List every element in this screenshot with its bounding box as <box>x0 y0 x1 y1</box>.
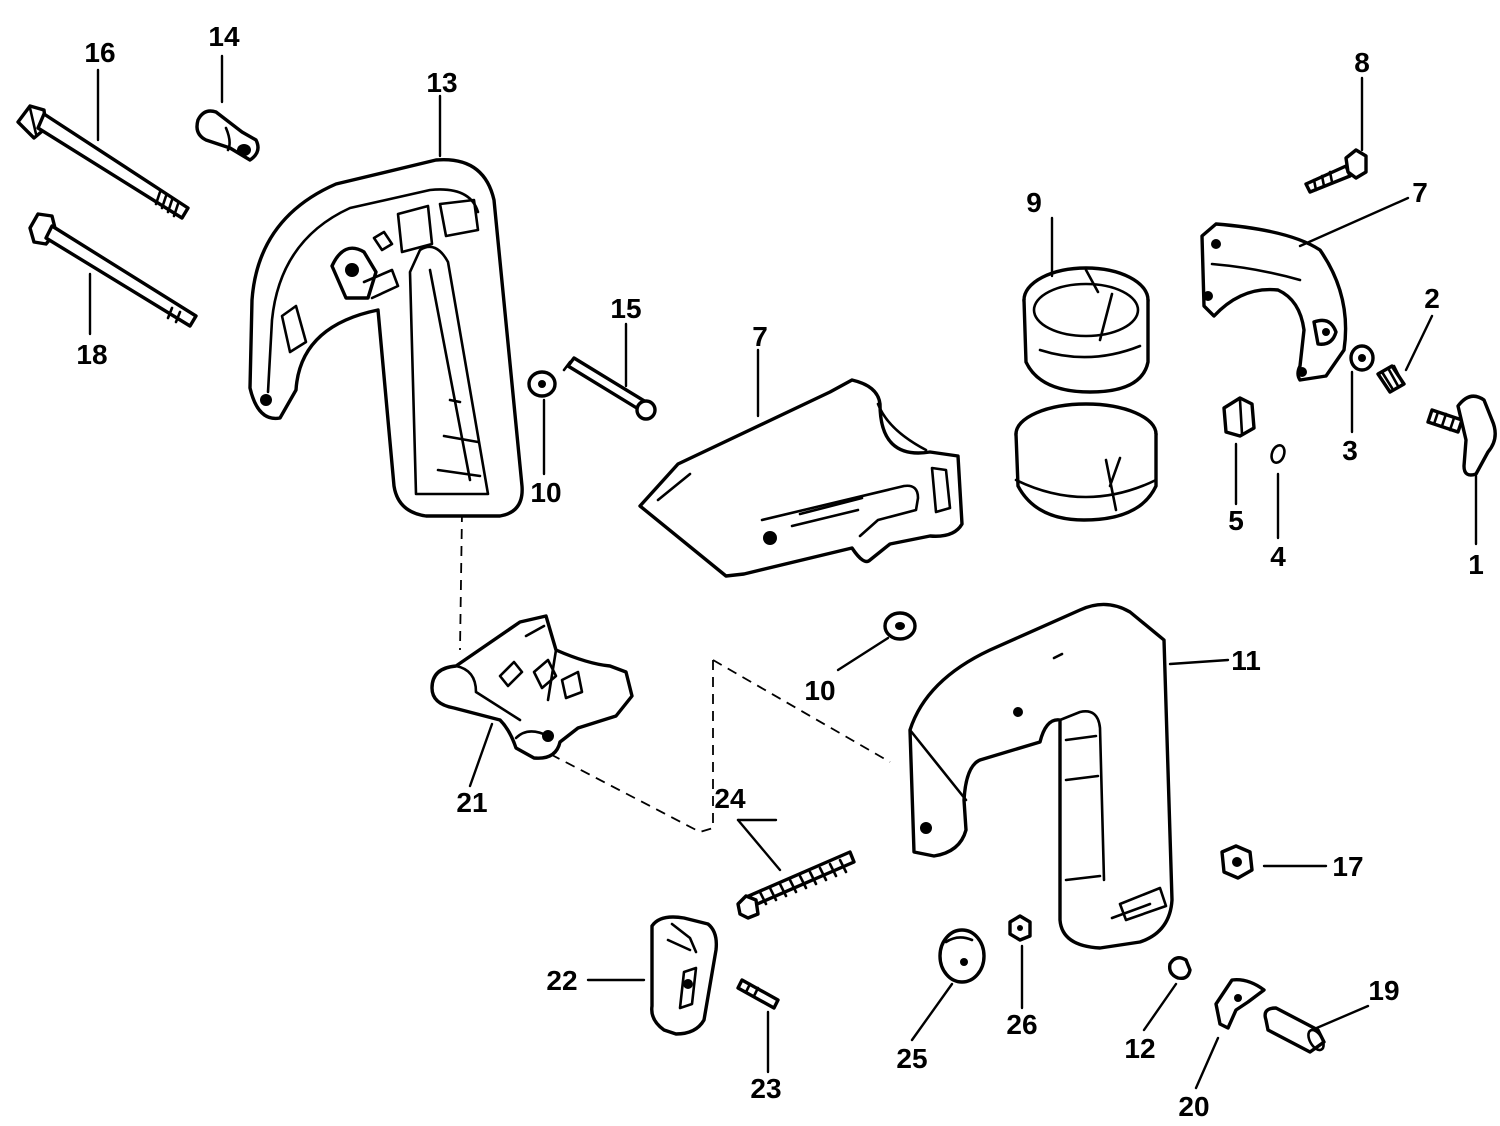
callout-23: 23 <box>750 1073 781 1104</box>
part-7-clamp-body <box>638 378 964 578</box>
callout-19: 19 <box>1368 975 1399 1006</box>
part-23-pin <box>736 978 780 1010</box>
callout-10-upper: 10 <box>530 477 561 508</box>
part-10-washer-upper <box>527 370 557 398</box>
callout-5: 5 <box>1228 505 1244 536</box>
callout-4: 4 <box>1270 541 1286 572</box>
callout-16: 16 <box>84 37 115 68</box>
callout-17: 17 <box>1332 851 1363 882</box>
part-12-bushing <box>1167 956 1192 981</box>
part-9-bushing-lower <box>1014 402 1158 522</box>
callout-21: 21 <box>456 787 487 818</box>
callout-14: 14 <box>208 21 240 52</box>
callout-3: 3 <box>1342 435 1358 466</box>
part-16-long-bolt <box>16 104 190 220</box>
callout-26: 26 <box>1006 1009 1037 1040</box>
part-20-wing-nut <box>1214 978 1266 1030</box>
callout-7-clamp-piece: 7 <box>1412 177 1428 208</box>
assembly-lines <box>459 511 891 833</box>
callout-8: 8 <box>1354 47 1370 78</box>
part-10-washer-lower <box>883 611 917 641</box>
part-17-nut <box>1220 844 1254 880</box>
callout-22: 22 <box>546 965 577 996</box>
part-1-clamp-screw <box>1426 394 1497 477</box>
part-26-nut <box>1008 914 1032 942</box>
part-2-spring <box>1376 364 1406 394</box>
callout-15: 15 <box>610 293 641 324</box>
part-21-swivel-link <box>430 614 634 760</box>
part-3-washer <box>1349 344 1375 372</box>
part-19-sleeve <box>1263 1006 1326 1054</box>
part-7-clamp-piece <box>1200 222 1348 382</box>
part-25-disc <box>938 928 986 984</box>
callout-20: 20 <box>1178 1091 1209 1122</box>
part-15-pin <box>562 356 657 421</box>
part-14-bushing <box>195 109 260 162</box>
callout-10-lower: 10 <box>804 675 835 706</box>
callouts: 1 2 3 4 5 7 7 8 9 10 10 11 12 13 14 15 1… <box>76 21 1483 1122</box>
part-18-long-bolt <box>28 212 198 328</box>
callout-9: 9 <box>1026 187 1042 218</box>
callout-11: 11 <box>1231 645 1261 676</box>
part-9-bushing-upper <box>1022 266 1150 394</box>
leader-lines <box>88 54 1478 1090</box>
part-8-screw <box>1304 148 1368 194</box>
callout-18: 18 <box>76 339 107 370</box>
callout-12: 12 <box>1124 1033 1155 1064</box>
part-11-stern-bracket <box>908 602 1174 950</box>
part-22-plate <box>650 915 719 1036</box>
callout-13: 13 <box>426 67 457 98</box>
part-13-swivel-bracket <box>248 157 524 518</box>
callout-24: 24 <box>714 783 746 814</box>
callout-7-clamp-body: 7 <box>752 321 768 352</box>
callout-2: 2 <box>1424 283 1440 314</box>
part-4-o-ring <box>1270 443 1286 465</box>
part-24-adjusting-screw <box>736 850 856 920</box>
part-5-block <box>1222 396 1256 438</box>
callout-1: 1 <box>1468 549 1484 580</box>
callout-25: 25 <box>896 1043 927 1074</box>
